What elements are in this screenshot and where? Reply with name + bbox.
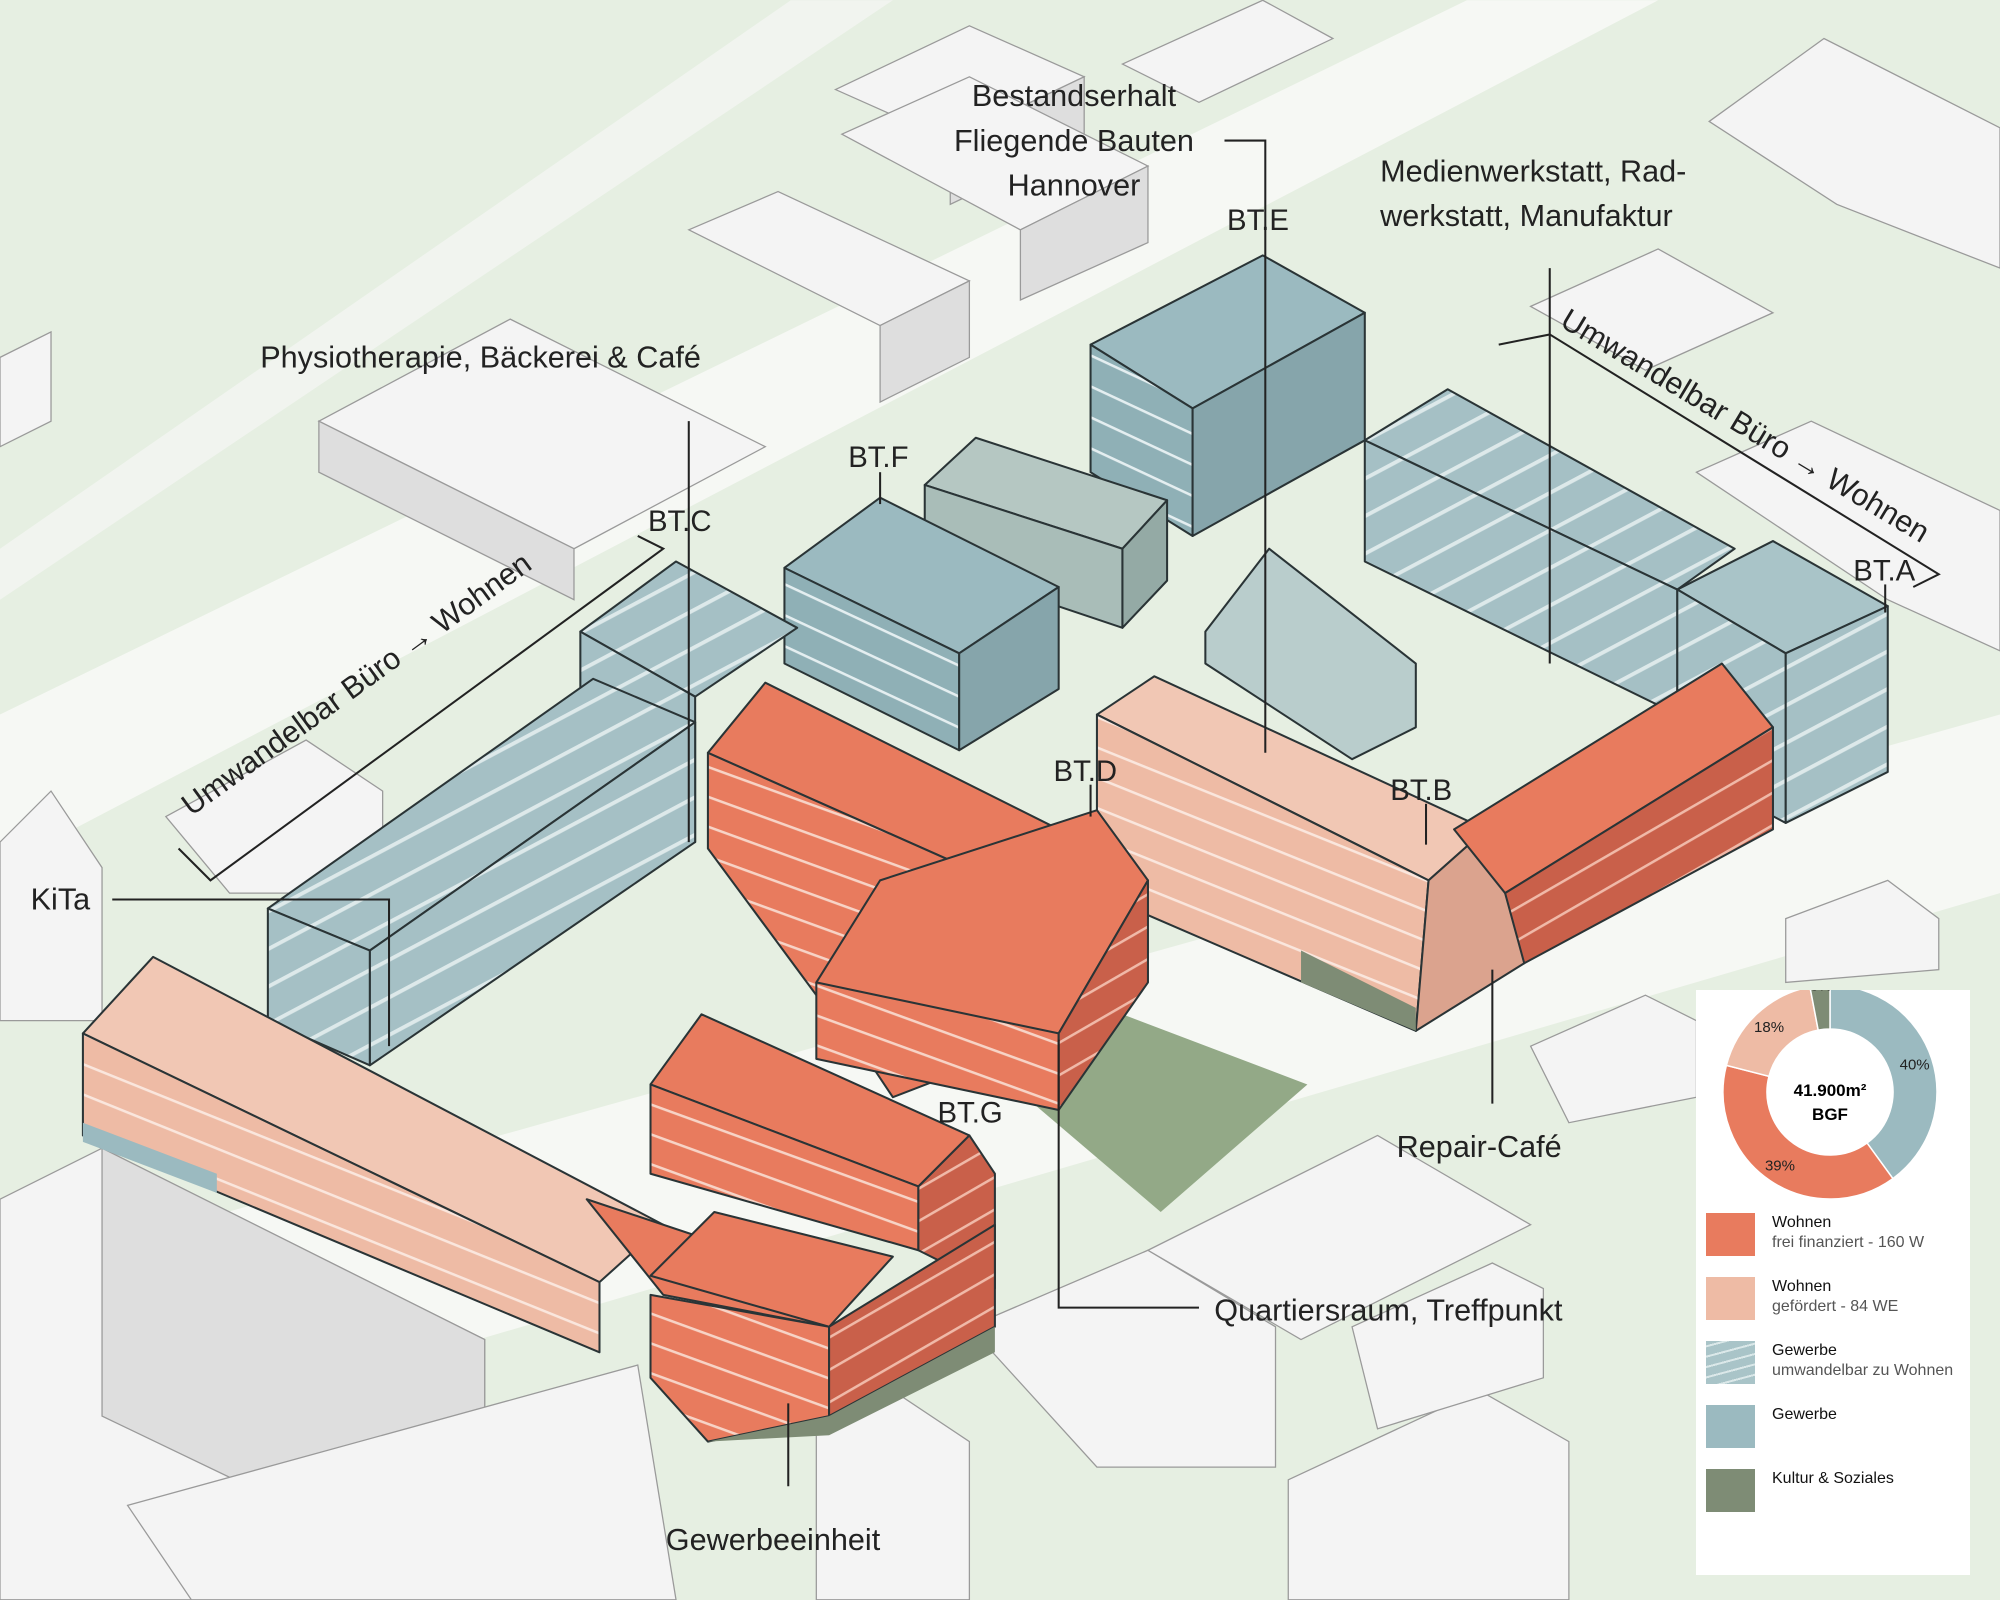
legend-title: Gewerbe <box>1772 1342 1837 1359</box>
donut-slice-1 <box>1722 1064 1894 1200</box>
legend-title: Wohnen <box>1772 1278 1832 1295</box>
label-bt-b: BT.B <box>1390 774 1452 807</box>
legend-title: Wohnen <box>1772 1214 1832 1231</box>
legend-item: Gewerbe <box>1706 1405 1966 1455</box>
legend-item: Wohnen gefördert - 84 WE <box>1706 1277 1966 1327</box>
donut-label-0: 40% <box>1900 1056 1930 1073</box>
label-bestand-1: Bestandserhalt <box>972 79 1177 113</box>
legend-text: Gewerbe <box>1772 1405 1837 1425</box>
donut-label-1: 39% <box>1765 1158 1795 1175</box>
label-quartiersraum: Quartiersraum, Treffpunkt <box>1214 1293 1563 1327</box>
legend-title: Kultur & Soziales <box>1772 1470 1894 1487</box>
label-gewerbeeinheit: Gewerbeeinheit <box>666 1523 881 1557</box>
label-medien-1: Medienwerkstatt, Rad- <box>1380 154 1686 188</box>
building-front-row <box>81 955 996 1443</box>
bgf-donut-chart: 41.900m² BGF 40% 39% 18% 3% <box>1722 990 1938 1200</box>
legend-swatch <box>1706 1405 1755 1448</box>
donut-label-3: 3% <box>1810 990 1832 994</box>
label-repair-cafe: Repair-Café <box>1397 1130 1562 1164</box>
donut-slice-2 <box>1725 990 1820 1078</box>
legend-swatch <box>1706 1341 1755 1384</box>
label-bt-d: BT.D <box>1054 755 1118 788</box>
legend-item: Gewerbe umwandelbar zu Wohnen <box>1706 1341 1966 1391</box>
legend-swatch <box>1706 1469 1755 1512</box>
label-bt-g: BT.G <box>938 1097 1003 1130</box>
label-bt-e: BT.E <box>1227 204 1289 237</box>
leader-lines <box>112 139 1941 1487</box>
building-bt-f <box>783 496 1060 752</box>
label-physio: Physiotherapie, Bäckerei & Café <box>260 341 701 375</box>
label-bt-a: BT.A <box>1853 555 1915 588</box>
legend-swatch <box>1706 1213 1755 1256</box>
legend-item: Wohnen frei finanziert - 160 W <box>1706 1213 1966 1263</box>
legend-subtitle: frei finanziert - 160 W <box>1772 1234 1925 1251</box>
label-bestand-3: Hannover <box>1008 168 1141 202</box>
legend-subtitle: gefördert - 84 WE <box>1772 1298 1899 1315</box>
legend-text: Wohnen gefördert - 84 WE <box>1772 1277 1898 1317</box>
legend-title: Gewerbe <box>1772 1406 1837 1423</box>
building-bt-a <box>1363 388 1889 824</box>
donut-center-unit: BGF <box>1812 1105 1848 1124</box>
label-bt-f: BT.F <box>848 441 908 474</box>
legend-subtitle: umwandelbar zu Wohnen <box>1772 1362 1954 1379</box>
donut-center-value: 41.900m² <box>1794 1081 1867 1100</box>
building-bt-b <box>1095 662 1774 1032</box>
donut-label-2: 18% <box>1754 1019 1784 1036</box>
legend-text: Gewerbe umwandelbar zu Wohnen <box>1772 1341 1953 1381</box>
label-medien-2: werkstatt, Manufaktur <box>1379 199 1673 233</box>
label-kita: KiTa <box>31 883 92 917</box>
label-bestand-2: Fliegende Bauten <box>954 124 1194 158</box>
building-bt-d <box>706 681 1149 1111</box>
legend-panel: 41.900m² BGF 40% 39% 18% 3% Wohnen frei fina… <box>1696 990 1970 1575</box>
donut-slice-3 <box>1809 990 1831 1031</box>
legend-text: Wohnen frei finanziert - 160 W <box>1772 1213 1924 1253</box>
donut-slice-0 <box>1829 990 1938 1180</box>
legend-item: Kultur & Soziales <box>1706 1469 1966 1519</box>
label-bt-c: BT.C <box>648 505 712 538</box>
building-existing-gray <box>923 436 1169 629</box>
legend-text: Kultur & Soziales <box>1772 1469 1894 1489</box>
legend-swatch <box>1706 1277 1755 1320</box>
building-existing-hall <box>1204 547 1417 761</box>
